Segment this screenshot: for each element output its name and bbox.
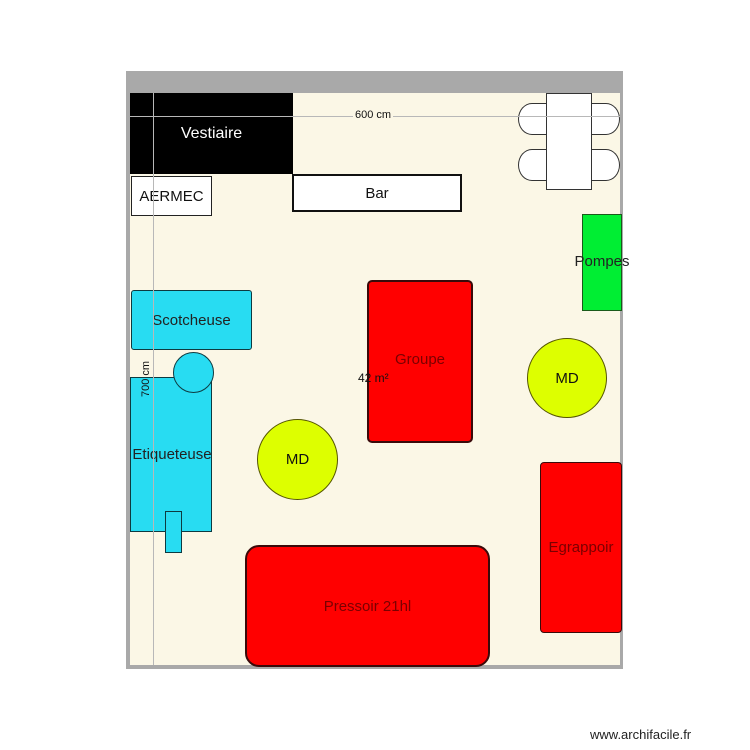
pompes-label: Pompes <box>574 253 630 270</box>
chair-bottom-left[interactable] <box>518 149 546 181</box>
equipment-scotcheuse[interactable]: Scotcheuse <box>131 290 252 350</box>
chair-top-left[interactable] <box>518 103 546 135</box>
equipment-md-left[interactable]: MD <box>257 419 338 500</box>
bar-counter[interactable]: Bar <box>292 174 462 212</box>
md-left-label: MD <box>285 451 310 468</box>
etiqueteuse-outlet[interactable] <box>165 511 182 553</box>
height-dimension-label: 700 cm <box>140 360 153 398</box>
groupe-label: Groupe <box>394 351 446 368</box>
chair-bottom-right[interactable] <box>592 149 620 181</box>
table[interactable] <box>546 93 592 190</box>
equipment-etiqueteuse[interactable]: Etiqueteuse <box>130 377 212 532</box>
pressoir-label: Pressoir 21hl <box>323 597 412 615</box>
unit-aermec[interactable]: AERMEC <box>131 176 212 216</box>
equipment-md-right[interactable]: MD <box>527 338 607 418</box>
width-dimension-label: 600 cm <box>353 109 394 121</box>
equipment-groupe[interactable]: Groupe <box>367 280 473 443</box>
bar-label: Bar <box>365 184 389 202</box>
scotcheuse-label: Scotcheuse <box>152 311 231 329</box>
watermark[interactable]: www.archifacile.fr <box>590 727 692 742</box>
md-right-label: MD <box>555 369 579 387</box>
equipment-pressoir[interactable]: Pressoir 21hl <box>245 545 490 667</box>
aermec-label: AERMEC <box>139 187 204 205</box>
equipment-egrappoir[interactable]: Egrappoir <box>540 462 622 633</box>
vestiaire-label: Vestiaire <box>180 124 243 142</box>
chair-top-right[interactable] <box>592 103 620 135</box>
height-dimension-line <box>153 93 154 665</box>
room-vestiaire[interactable]: Vestiaire <box>130 93 293 174</box>
egrappoir-label: Egrappoir <box>548 539 614 556</box>
etiqueteuse-label: Etiqueteuse <box>132 446 212 463</box>
etiqueteuse-round-table[interactable] <box>173 352 214 393</box>
equipment-pompes[interactable]: Pompes <box>574 214 630 311</box>
area-label: 42 m² <box>358 371 389 385</box>
